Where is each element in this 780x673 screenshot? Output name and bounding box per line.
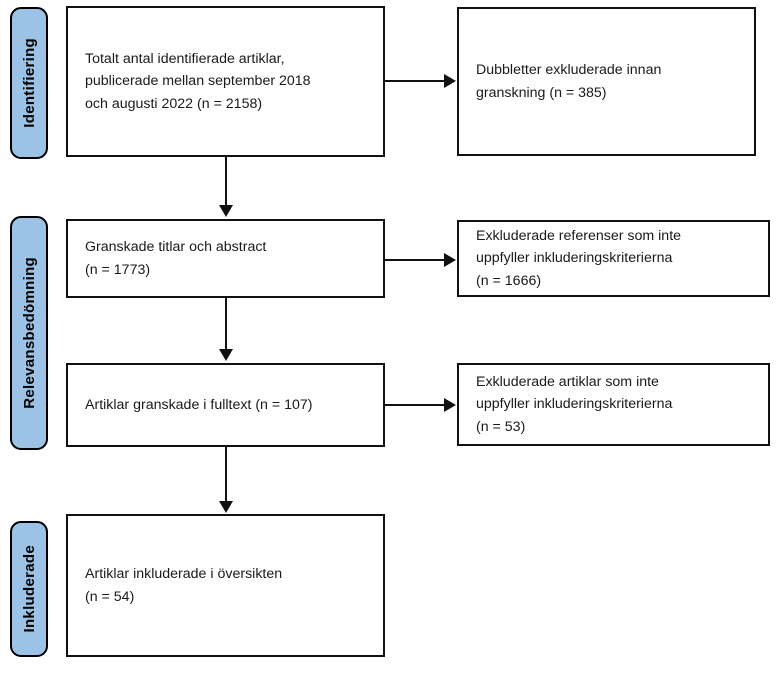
- arrow-right-icon: [444, 253, 456, 267]
- arrow-right-icon: [444, 398, 456, 412]
- stage-label-identifiering-text: Identifiering: [20, 38, 38, 128]
- arrow-right-icon: [444, 74, 456, 88]
- box-screened-titles-abstracts-text: Granskade titlar och abstract (n = 1773): [85, 239, 267, 278]
- box-excluded-articles-text: Exkluderade artiklar som inte uppfyller …: [476, 373, 673, 435]
- stage-label-relevansbedomning: Relevansbedömning: [10, 216, 48, 450]
- arrow-down-icon: [219, 349, 233, 361]
- box-duplicates-excluded: Dubbletter exkluderade innan granskning …: [457, 7, 756, 156]
- stage-label-inkluderade-text: Inkluderade: [20, 545, 38, 633]
- box-fulltext-reviewed: Artiklar granskade i fulltext (n = 107): [66, 363, 385, 447]
- box-identified-articles: Totalt antal identifierade artiklar, pub…: [66, 6, 385, 157]
- box-fulltext-reviewed-text: Artiklar granskade i fulltext (n = 107): [85, 396, 313, 413]
- stage-label-inkluderade: Inkluderade: [10, 521, 48, 657]
- box-excluded-references-text: Exkluderade referenser som inte uppfylle…: [476, 227, 682, 289]
- box-excluded-articles: Exkluderade artiklar som inte uppfyller …: [457, 363, 770, 446]
- arrow-down-icon: [219, 501, 233, 513]
- box-excluded-references: Exkluderade referenser som inte uppfylle…: [457, 220, 770, 297]
- box-duplicates-excluded-text: Dubbletter exkluderade innan granskning …: [476, 62, 662, 101]
- box-included-articles: Artiklar inkluderade i översikten (n = 5…: [66, 514, 385, 657]
- box-included-articles-text: Artiklar inkluderade i översikten (n = 5…: [85, 566, 283, 605]
- stage-label-relevansbedomning-text: Relevansbedömning: [20, 257, 38, 409]
- arrow-down-icon: [219, 205, 233, 217]
- stage-label-identifiering: Identifiering: [10, 7, 48, 159]
- box-identified-articles-text: Totalt antal identifierade artiklar, pub…: [85, 50, 311, 112]
- box-screened-titles-abstracts: Granskade titlar och abstract (n = 1773): [66, 219, 385, 298]
